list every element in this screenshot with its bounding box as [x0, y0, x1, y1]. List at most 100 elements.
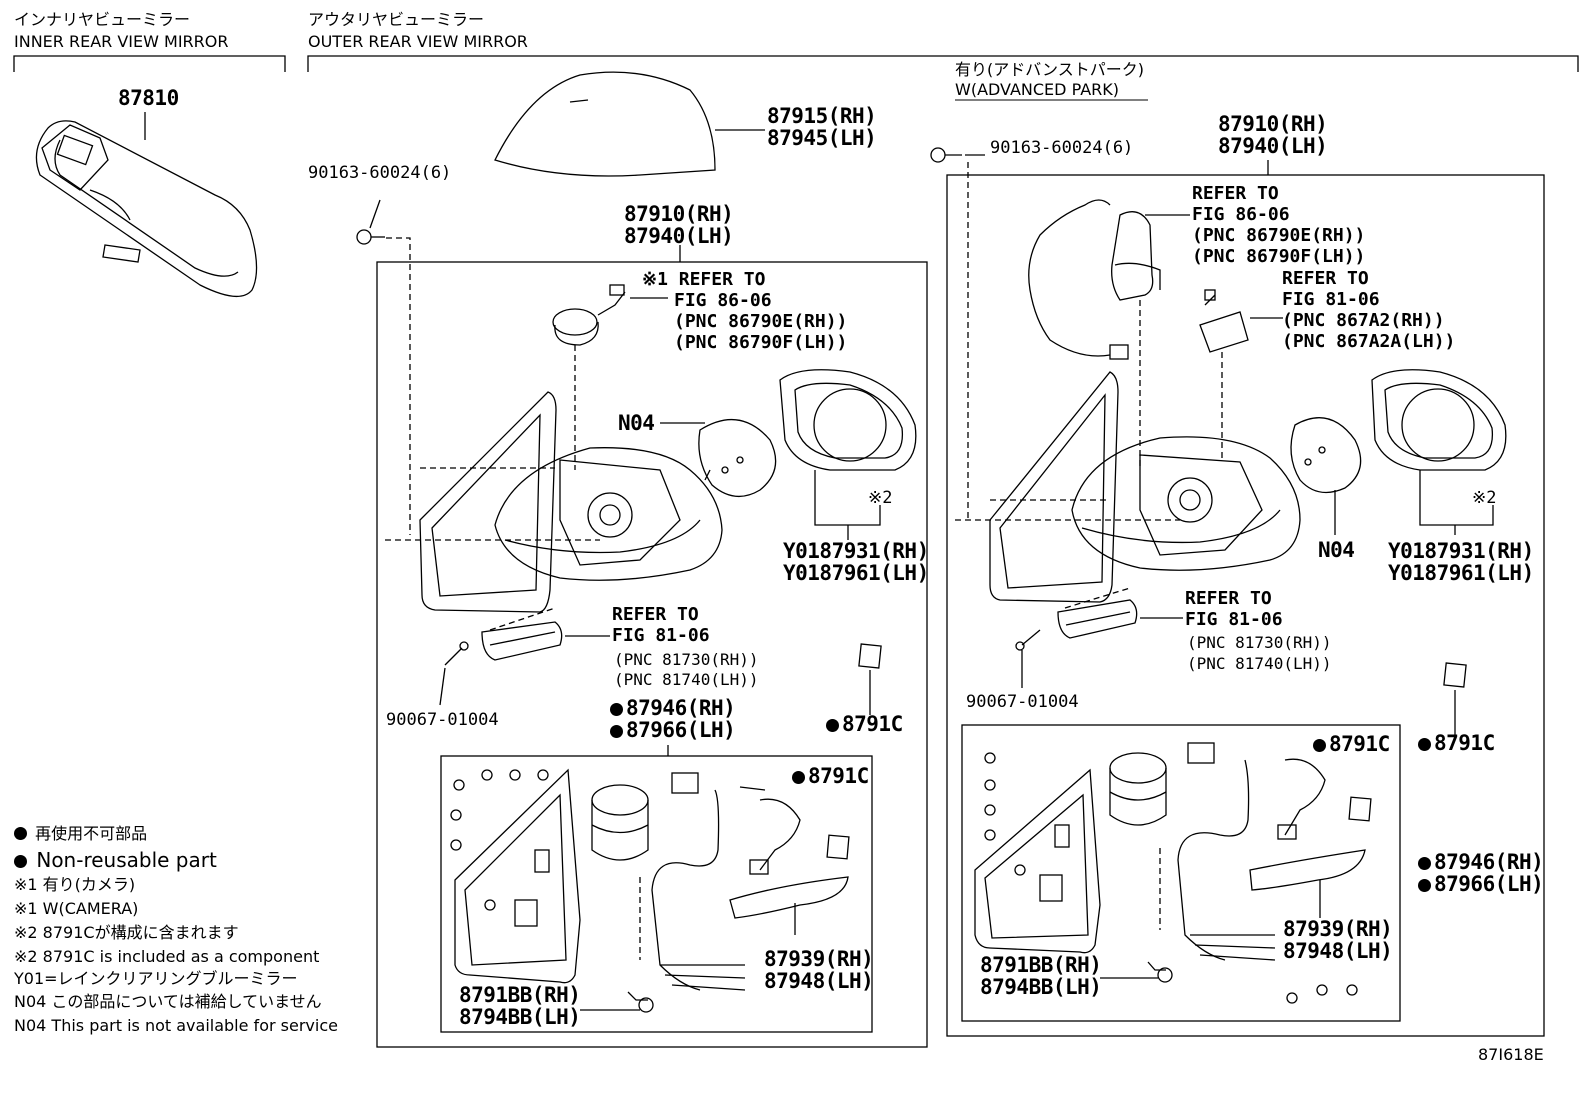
advanced-park-jp: 有り(アドバンストパーク)	[955, 60, 1144, 79]
legend-y01: Y01=レインクリアリングブルーミラー	[14, 969, 298, 988]
base-bracket-drawing	[974, 768, 1101, 954]
part-number-screw-top-adv: 90163-60024(6)	[990, 138, 1134, 158]
ref-camera-adv-line1: REFER TO	[1192, 183, 1279, 204]
camera-unit-drawing	[1028, 199, 1161, 360]
mirror-plate-shape	[419, 391, 557, 613]
ref-camera-line1: ※1 REFER TO	[642, 269, 766, 290]
part-number-8791c: 8791C	[826, 714, 903, 735]
part-number-glass-rh: Y0187931(RH)	[783, 539, 929, 563]
part-number-bracket-lh-adv: 8794BB(LH)	[980, 975, 1102, 999]
ref-sensor-line2: FIG 81-06	[1282, 289, 1380, 310]
non-reusable-dot-icon	[14, 855, 27, 868]
non-reusable-dot-icon	[14, 827, 27, 840]
non-reusable-dot-icon	[1418, 857, 1431, 870]
ref-camera-line4: (PNC 86790F(LH))	[674, 332, 848, 353]
motor-drawing	[591, 784, 649, 861]
legend-n04-jp: N04 この部品については補給していません	[14, 992, 322, 1011]
ref-sensor-line1: REFER TO	[1282, 268, 1369, 289]
non-reusable-dot-icon	[610, 703, 623, 716]
actuator-drawing	[1290, 417, 1362, 494]
ref-camera-adv-line4: (PNC 86790F(LH))	[1192, 246, 1366, 267]
side-sensor-drawing	[1199, 289, 1249, 353]
non-reusable-dot-icon	[826, 719, 839, 732]
part-number-8791c-kit-adv: 8791C	[1313, 734, 1390, 755]
ref-camera-line3: (PNC 86790E(RH))	[674, 311, 848, 332]
part-number-harness-lh-adv: 87948(LH)	[1283, 939, 1393, 963]
ref-sensor-line3: (PNC 867A2(RH))	[1282, 310, 1445, 331]
outer-header-bracket	[307, 55, 1579, 72]
part-number-8791c-adv: 8791C	[1418, 733, 1495, 754]
part-number-screw-bottom: 90067-01004	[386, 710, 499, 730]
legend-nonreusable-jp: 再使用不可部品	[14, 826, 147, 842]
non-reusable-dot-icon	[792, 771, 805, 784]
part-number-mirror-lh: 87940(LH)	[624, 224, 734, 248]
legend-note2-en: ※2 8791C is included as a component	[14, 947, 320, 966]
ref-lamp-line1: REFER TO	[612, 604, 699, 625]
part-number-inner-mirror: 87810	[118, 86, 179, 110]
turn-lamp-drawing	[481, 621, 563, 661]
ref-lamp-line4: (PNC 81740(LH))	[614, 670, 759, 689]
ref-lamp-adv-line3: (PNC 81730(RH))	[1187, 633, 1332, 652]
motor-drawing	[1109, 752, 1167, 826]
mirror-glass-drawing	[779, 369, 917, 471]
camera-unit-drawing	[552, 284, 626, 346]
pad-drawing	[858, 643, 882, 669]
ref-lamp-adv-line1: REFER TO	[1185, 588, 1272, 609]
ref-camera-adv-line2: FIG 86-06	[1192, 204, 1290, 225]
trim-strip-drawing	[1249, 849, 1366, 891]
ref-lamp-adv-line4: (PNC 81740(LH))	[1187, 654, 1332, 673]
part-number-screw-bottom-adv: 90067-01004	[966, 692, 1079, 712]
part-number-bracket-lh: 8794BB(LH)	[459, 1005, 581, 1029]
part-number-harness-lh: 87948(LH)	[764, 969, 874, 993]
part-number-8791c-kit: 8791C	[792, 766, 869, 787]
part-number-cover2-rh: 87946(RH)	[610, 698, 736, 719]
non-reusable-dot-icon	[1313, 739, 1326, 752]
note2-marker: ※2	[868, 488, 893, 508]
note2-marker-adv: ※2	[1472, 488, 1497, 508]
legend-nonreusable-en: Non-reusable part	[14, 850, 217, 870]
clip-drawing	[627, 991, 648, 1001]
part-n04-adv: N04	[1318, 538, 1355, 562]
trim-strip-drawing	[729, 876, 849, 919]
mirror-cover-shape	[494, 71, 716, 177]
ref-lamp-line2: FIG 81-06	[612, 625, 710, 646]
base-bracket-drawing	[454, 768, 581, 984]
inner-mirror-drawing	[35, 112, 258, 297]
screw-set-drawing	[450, 769, 549, 851]
part-number-cover2-lh: 87966(LH)	[610, 720, 736, 741]
part-number-screw-top: 90163-60024(6)	[308, 163, 452, 183]
part-number-cover2-lh-adv: 87966(LH)	[1418, 874, 1544, 895]
figure-id: 87I618E	[1478, 1045, 1544, 1064]
ref-camera-adv-line3: (PNC 86790E(RH))	[1192, 225, 1366, 246]
part-number-glass-lh: Y0187961(LH)	[783, 561, 929, 585]
legend-n04-en: N04 This part is not available for servi…	[14, 1016, 338, 1035]
part-number-cover-lh: 87945(LH)	[767, 126, 877, 150]
screw-set-drawing	[984, 752, 1358, 1004]
non-reusable-dot-icon	[610, 725, 623, 738]
mirror-plate-shape	[989, 371, 1119, 603]
ref-lamp-adv-line2: FIG 81-06	[1185, 609, 1283, 630]
legend-note2-jp: ※2 8791Cが構成に含まれます	[14, 923, 239, 942]
mirror-housing-shape	[1071, 436, 1301, 571]
part-number-glass-lh-adv: Y0187961(LH)	[1388, 561, 1534, 585]
actuator-drawing	[698, 418, 777, 497]
part-number-glass-rh-adv: Y0187931(RH)	[1388, 539, 1534, 563]
outer-header-jp: アウタリヤビューミラー	[308, 10, 485, 29]
part-number-mirror-rh: 87910(RH)	[624, 202, 734, 226]
turn-lamp-drawing	[1057, 599, 1138, 639]
mirror-glass-drawing	[1371, 369, 1507, 471]
screw-icon	[930, 147, 962, 163]
ref-sensor-line4: (PNC 867A2A(LH))	[1282, 331, 1456, 352]
inner-header-bracket	[13, 55, 286, 72]
inner-header-jp: インナリヤビューミラー	[14, 10, 191, 29]
wire-harness-drawing	[651, 789, 720, 991]
pad-drawing	[1443, 662, 1467, 688]
part-number-harness-rh: 87939(RH)	[764, 947, 874, 971]
part-number-bracket-rh-adv: 8791BB(RH)	[980, 953, 1102, 977]
non-reusable-dot-icon	[1418, 879, 1431, 892]
part-number-cover-rh: 87915(RH)	[767, 104, 877, 128]
part-number-harness-rh-adv: 87939(RH)	[1283, 917, 1393, 941]
clip-drawing	[1147, 961, 1166, 971]
part-number-bracket-rh: 8791BB(RH)	[459, 983, 581, 1007]
